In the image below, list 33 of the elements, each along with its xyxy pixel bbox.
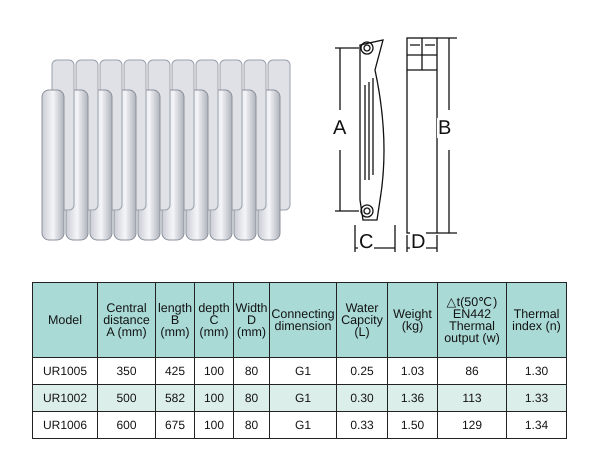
column-header: Connecting dimension [270,282,336,358]
dimension-letter: B [437,118,452,138]
table-cell: 113 [438,384,506,412]
column-header: △t(50℃) EN442 Thermal output (w) [438,282,506,358]
column-header: Thermal index (n) [506,282,566,358]
table-cell: 80 [234,412,270,438]
column-header: Weight (kg) [388,282,438,358]
table-cell: 500 [98,384,156,412]
dimension-letter: C [358,232,374,252]
table-cell: 0.33 [336,412,388,438]
column-header: Water Capcity (L) [336,282,388,358]
table-cell: G1 [270,384,336,412]
table-cell: 1.50 [388,412,438,438]
table-cell: 0.30 [336,384,388,412]
table-cell: 600 [98,412,156,438]
table-cell: UR1006 [32,412,98,438]
column-header: Width D (mm) [234,282,270,358]
column-header: length B (mm) [156,282,194,358]
column-header: depth C (mm) [194,282,234,358]
table-cell: 100 [194,412,234,438]
table-cell: 1.36 [388,384,438,412]
table-cell: 80 [234,384,270,412]
table-cell: 582 [156,384,194,412]
table-cell: 675 [156,412,194,438]
table-cell: UR1002 [32,384,98,412]
table-cell: G1 [270,412,336,438]
dimension-letter: D [410,232,426,252]
table-cell: 100 [194,384,234,412]
table-cell: 1.33 [506,384,566,412]
table-cell: 1.34 [506,412,566,438]
column-header: Central distance A (mm) [98,282,156,358]
column-header: Model [32,282,98,358]
table-cell: 129 [438,412,506,438]
